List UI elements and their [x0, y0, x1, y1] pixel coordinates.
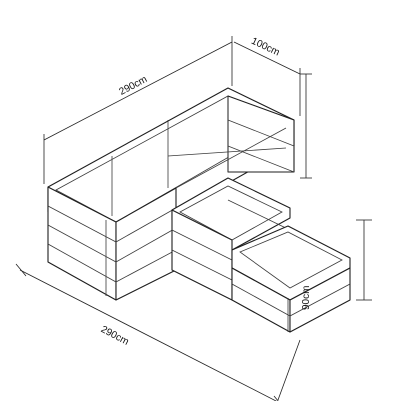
tall-planter-planks	[47, 96, 295, 296]
short-planter-opening	[239, 231, 343, 289]
middle-planter-opening	[179, 185, 283, 241]
length-front-label: 290cm	[99, 324, 131, 348]
dimension-height-short: 60cm	[356, 219, 372, 301]
height-tall-label: 90cm	[301, 286, 312, 310]
dimension-height-tall: 90cm	[300, 73, 312, 310]
width-top-label: 100cm	[249, 36, 281, 59]
length-top-label: 290cm	[118, 74, 150, 98]
tall-planter	[47, 87, 295, 301]
short-planter-planks	[231, 283, 351, 332]
middle-planter-planks	[171, 199, 291, 281]
short-planter	[231, 225, 351, 333]
